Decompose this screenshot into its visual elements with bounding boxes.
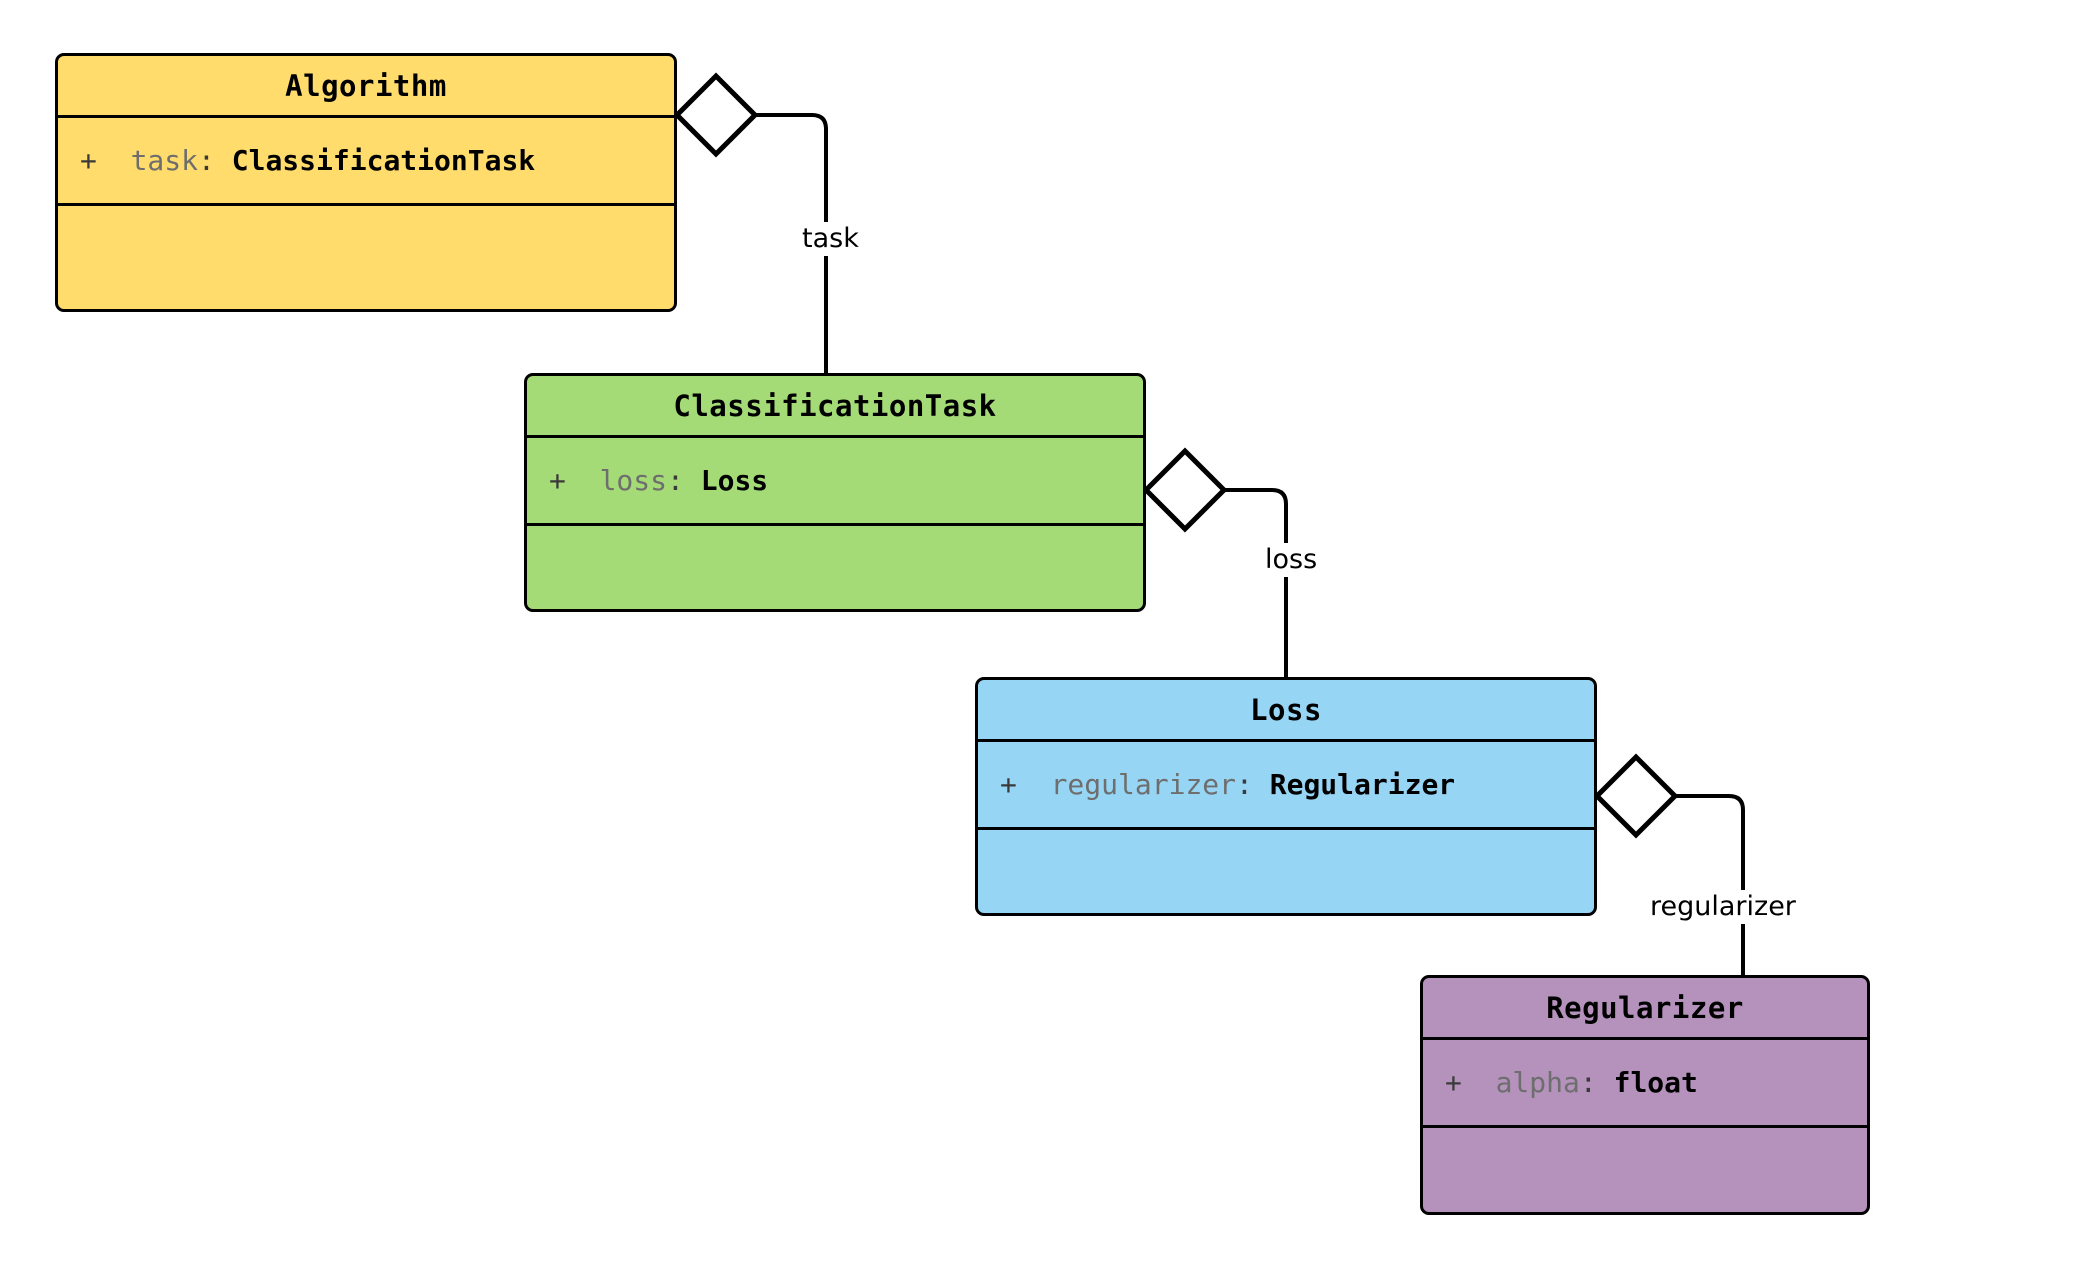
class-box-regularizer[interactable]: Regularizer + alpha: float [1420, 975, 1870, 1215]
attribute-separator: : [198, 143, 215, 177]
attribute-row: + loss: Loss [549, 464, 1143, 498]
attribute-visibility: + [1000, 767, 1017, 801]
relation-label-regularizer: regularizer [1643, 890, 1803, 924]
aggregation-diamond-icon [1142, 447, 1228, 533]
class-methods-loss [978, 830, 1594, 913]
class-attributes-loss: + regularizer: Regularizer [978, 742, 1594, 830]
class-attributes-regularizer: + alpha: float [1423, 1040, 1867, 1128]
class-title-regularizer: Regularizer [1423, 978, 1867, 1040]
class-methods-algorithm [58, 206, 674, 309]
class-attributes-algorithm: + task: ClassificationTask [58, 118, 674, 206]
relation-regularizer [1593, 753, 1745, 975]
attribute-name: task [130, 143, 199, 177]
attribute-visibility: + [80, 143, 97, 177]
class-title-loss: Loss [978, 680, 1594, 742]
relation-regularizer-line [1636, 794, 1745, 975]
attribute-separator: : [1579, 1065, 1597, 1099]
class-methods-classification-task [527, 526, 1143, 609]
class-box-loss[interactable]: Loss + regularizer: Regularizer [975, 677, 1597, 916]
class-title-algorithm: Algorithm [58, 56, 674, 118]
attribute-name: loss [599, 463, 668, 497]
attribute-type: ClassificationTask [231, 143, 536, 177]
attribute-row: + regularizer: Regularizer [1000, 768, 1594, 802]
relation-label-loss: loss [1258, 543, 1325, 577]
attribute-name: regularizer [1050, 767, 1237, 801]
attribute-visibility: + [1445, 1065, 1462, 1099]
relation-label-task: task [795, 222, 866, 256]
class-methods-regularizer [1423, 1128, 1867, 1212]
attribute-separator: : [667, 463, 684, 497]
attribute-separator: : [1236, 767, 1253, 801]
class-box-algorithm[interactable]: Algorithm + task: ClassificationTask [55, 53, 677, 312]
class-title-classification-task: ClassificationTask [527, 376, 1143, 438]
class-box-classification-task[interactable]: ClassificationTask + loss: Loss [524, 373, 1146, 612]
attribute-type: Regularizer [1269, 767, 1456, 801]
attribute-type: float [1613, 1065, 1698, 1099]
aggregation-diamond-icon [673, 72, 759, 158]
attribute-row: + task: ClassificationTask [80, 144, 674, 178]
relation-loss-line [1185, 488, 1288, 677]
class-attributes-classification-task: + loss: Loss [527, 438, 1143, 526]
attribute-type: Loss [700, 463, 769, 497]
attribute-row: + alpha: float [1445, 1066, 1867, 1100]
attribute-name: alpha [1495, 1065, 1580, 1099]
aggregation-diamond-icon [1593, 753, 1679, 839]
attribute-visibility: + [549, 463, 566, 497]
